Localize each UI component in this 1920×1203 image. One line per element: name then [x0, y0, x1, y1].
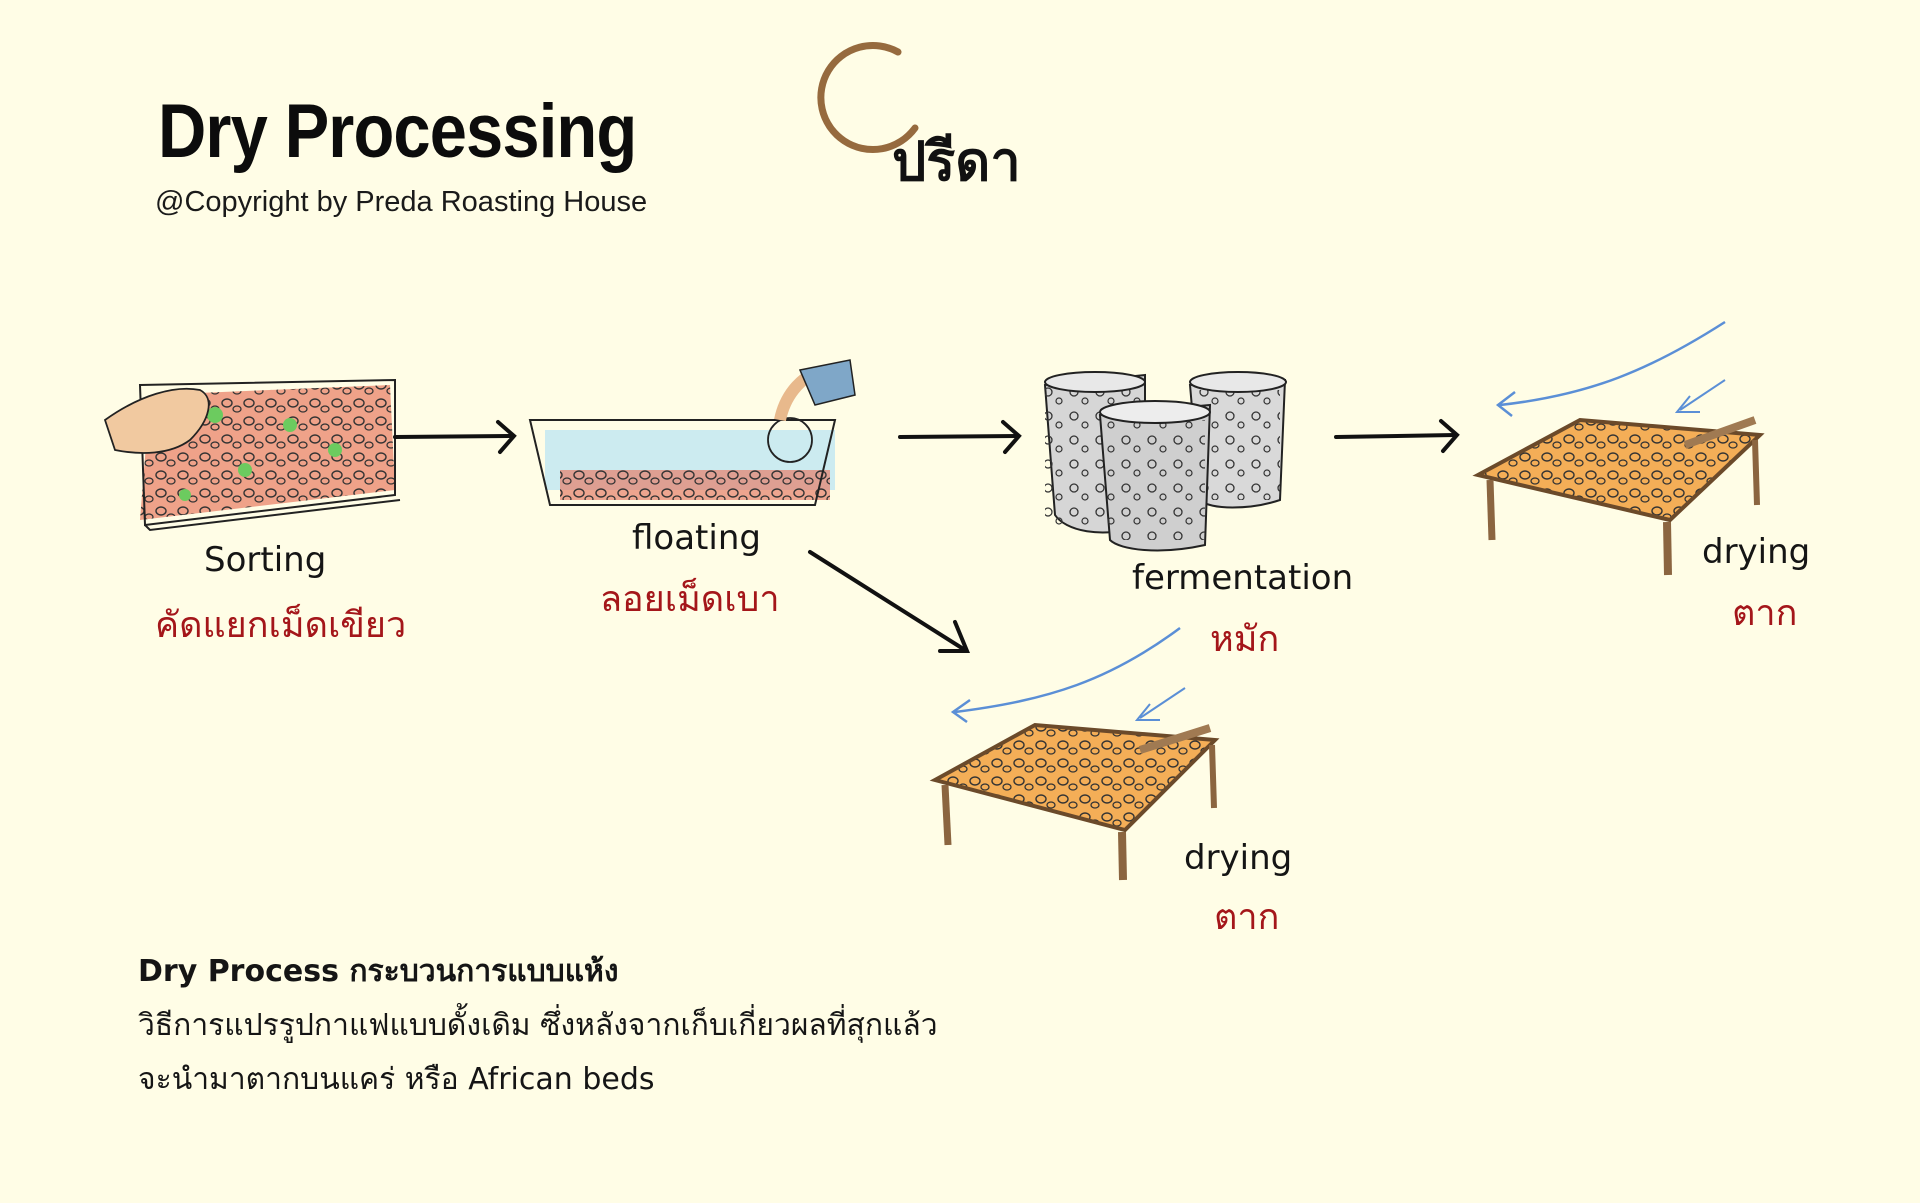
flow-arrow-floating-to-fermentation	[898, 420, 1022, 454]
flow-arrow-sorting-to-floating	[393, 420, 517, 454]
step-label-floating: floating	[632, 518, 761, 558]
fermentation-illustration	[1043, 371, 1287, 552]
copyright-text: @Copyright by Preda Roasting House	[155, 186, 648, 218]
drying-bed-illustration-bottom	[929, 626, 1220, 881]
step-label-th-drying-bottom: ตาก	[1214, 897, 1280, 938]
step-label-fermentation: fermentation	[1132, 558, 1354, 598]
floating-illustration	[528, 359, 856, 506]
step-label-th-fermentation: หมัก	[1210, 619, 1280, 660]
step-label-sorting: Sorting	[204, 540, 327, 580]
sorting-illustration	[103, 378, 401, 532]
step-label-th-floating: ลอยเม็ดเบา	[600, 579, 780, 620]
description-line: วิธีการแปรรูปกาแฟแบบดั้งเดิม ซึ่งหลังจาก…	[138, 1008, 938, 1043]
step-label-drying-right: drying	[1702, 532, 1811, 572]
description-line: จะนำมาตากบนแคร่ หรือ African beds	[138, 1062, 655, 1097]
flow-arrow-floating-to-drying	[808, 550, 970, 653]
step-label-th-drying-right: ตาก	[1732, 593, 1798, 634]
logo-text: ปรีดา	[892, 129, 1021, 193]
step-label-drying-bottom: drying	[1184, 838, 1293, 878]
description-heading: Dry Process กระบวนการแบบแห้ง	[138, 954, 619, 989]
page-title: Dry Processing	[158, 89, 637, 174]
flow-arrow-fermentation-to-drying	[1334, 419, 1460, 453]
step-label-th-sorting: คัดแยกเม็ดเขียว	[155, 605, 407, 646]
